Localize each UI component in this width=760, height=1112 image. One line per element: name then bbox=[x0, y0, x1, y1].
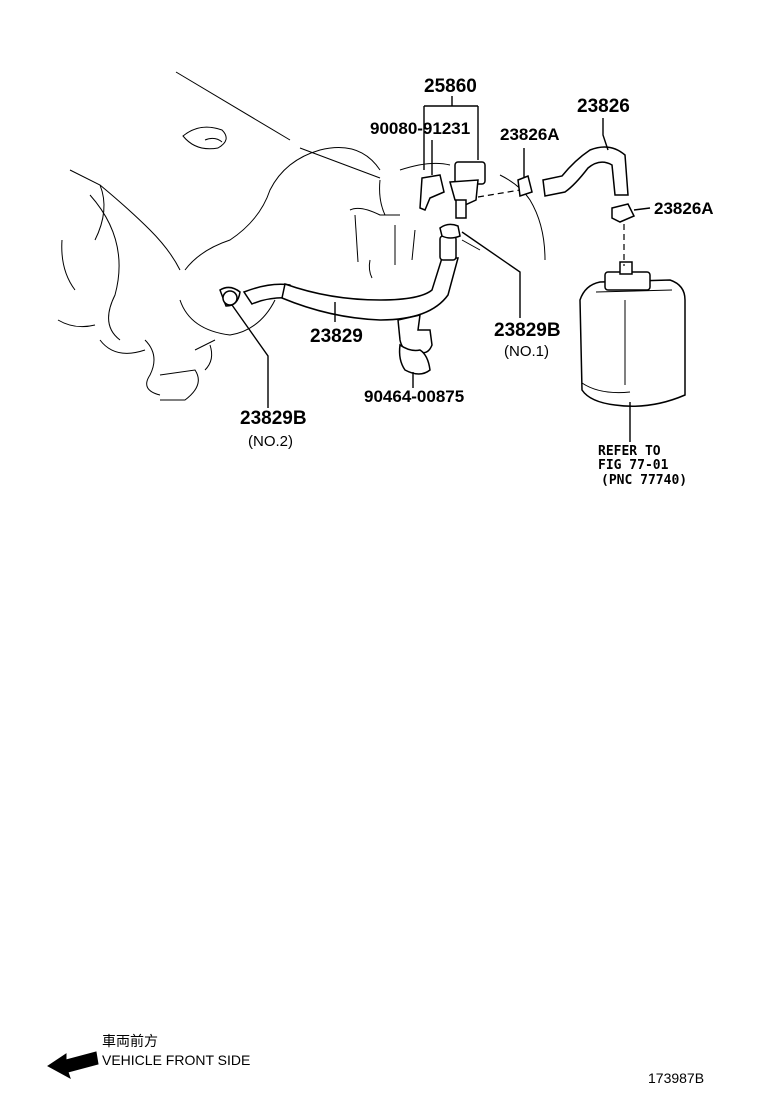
label-23829b-no1: 23829B bbox=[494, 320, 561, 341]
refer-line-2: FIG 77-01 bbox=[598, 458, 669, 473]
label-23826a-right: 23826A bbox=[654, 199, 714, 218]
label-no1: (NO.1) bbox=[504, 343, 549, 360]
clamp-23826a-top bbox=[517, 174, 533, 198]
charcoal-canister bbox=[579, 261, 686, 407]
clamp-23826a-right bbox=[611, 203, 636, 223]
label-90464-00875: 90464-00875 bbox=[364, 387, 464, 406]
engine-outline bbox=[57, 71, 546, 401]
label-23826a-top: 23826A bbox=[500, 125, 560, 144]
label-90080-91231: 90080-91231 bbox=[370, 119, 470, 138]
label-no2: (NO.2) bbox=[248, 433, 293, 450]
valve-25860 bbox=[419, 161, 486, 239]
label-23829: 23829 bbox=[310, 326, 363, 347]
jp-front-label: 車両前方 bbox=[102, 1033, 158, 1049]
refer-line-3: (PNC 77740) bbox=[601, 473, 687, 488]
vehicle-front-indicator: 車両前方 VEHICLE FRONT SIDE bbox=[47, 1033, 250, 1080]
vehicle-front-side-label: VEHICLE FRONT SIDE bbox=[102, 1052, 250, 1068]
label-25860: 25860 bbox=[424, 76, 477, 97]
label-23829b-no2: 23829B bbox=[240, 408, 307, 429]
refer-line-1: REFER TO bbox=[598, 444, 661, 459]
label-23826: 23826 bbox=[577, 96, 630, 117]
diagram-id: 173987B bbox=[648, 1070, 704, 1086]
leader-lines bbox=[231, 96, 651, 442]
part-labels: 25860 90080-91231 23826A 23826 23826A 23… bbox=[240, 76, 714, 488]
hose-23829 bbox=[219, 235, 459, 321]
clip-90464 bbox=[397, 314, 433, 375]
hose-23826 bbox=[542, 146, 629, 197]
front-arrow-icon bbox=[47, 1051, 99, 1080]
